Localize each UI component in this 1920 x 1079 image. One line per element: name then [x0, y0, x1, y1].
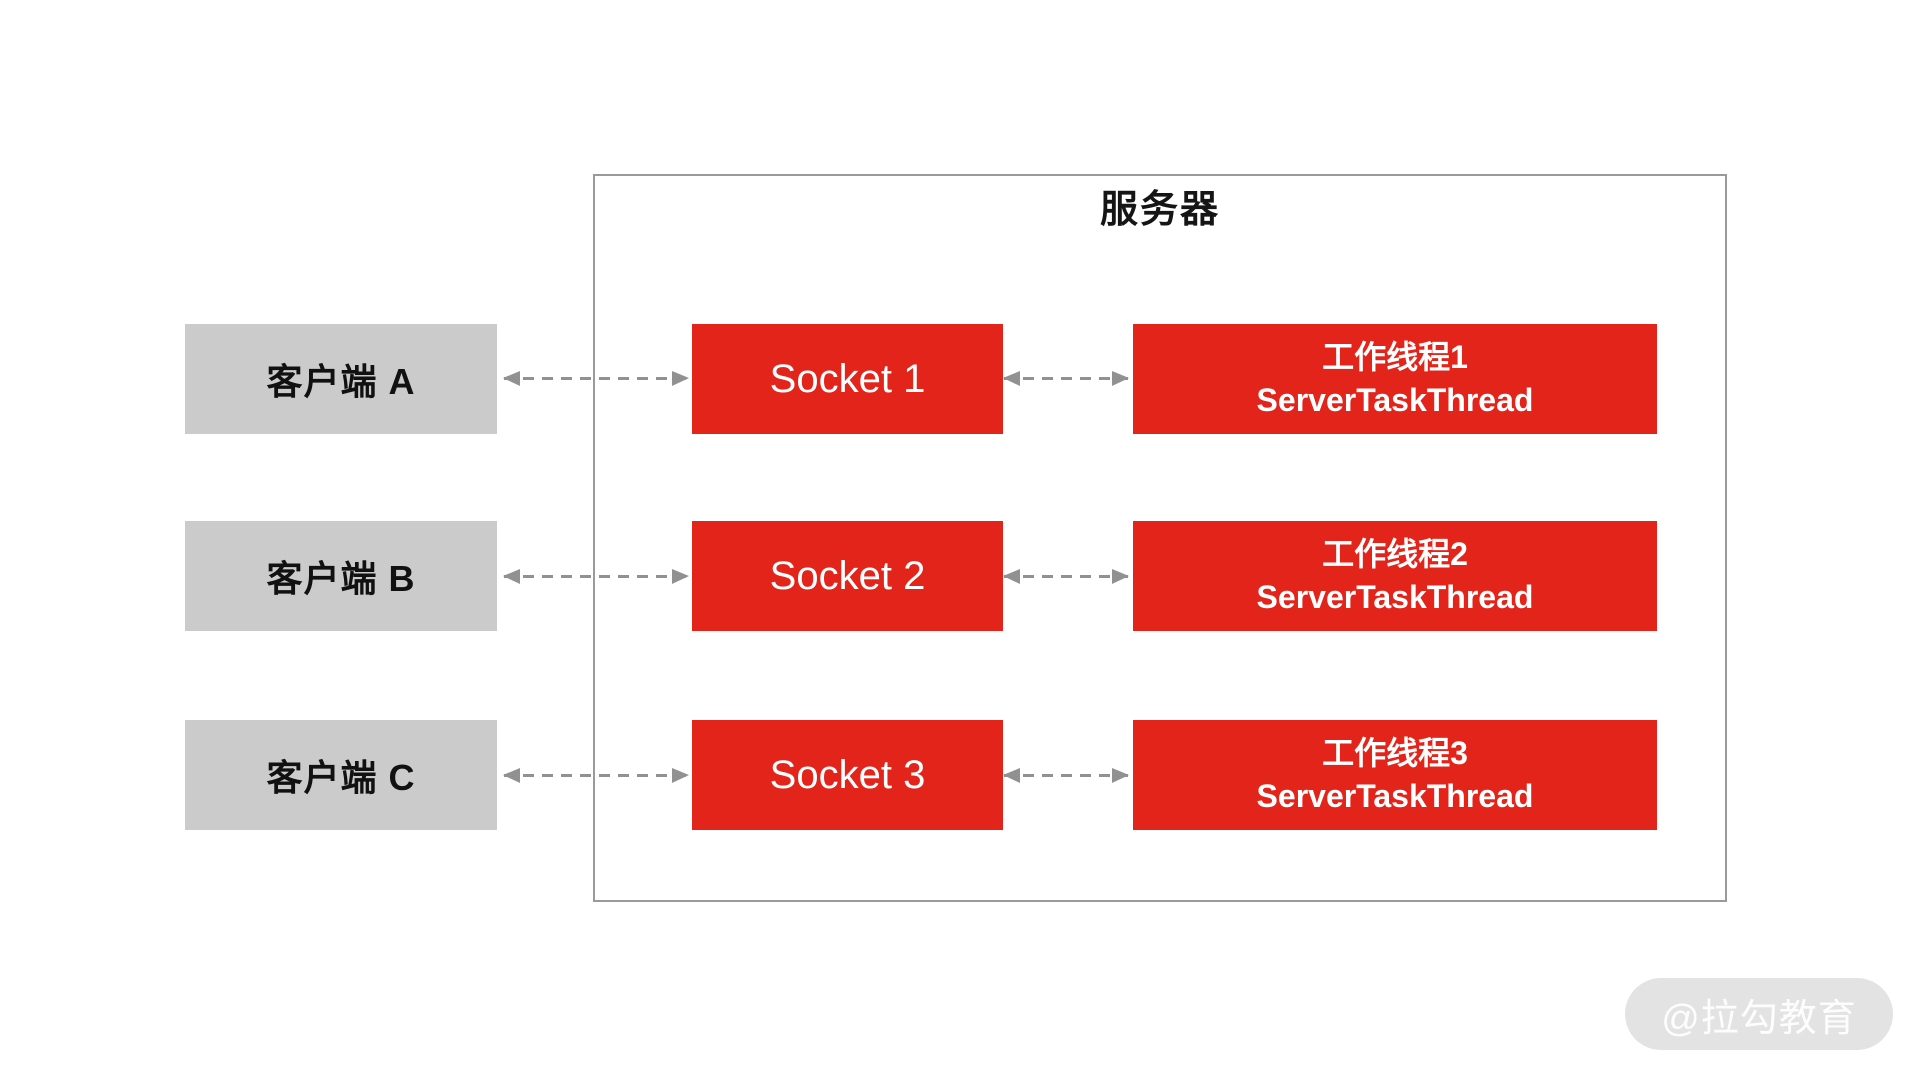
server-container: 服务器: [593, 174, 1727, 902]
socket-worker-arrow: [1003, 768, 1129, 783]
worker-subtitle: ServerTaskThread: [1256, 579, 1534, 615]
watermark-text: @拉勾教育: [1661, 997, 1857, 1040]
watermark-badge: @拉勾教育: [1625, 978, 1893, 1050]
server-title: 服务器: [1099, 189, 1220, 231]
worker-title: 工作线程1: [1322, 339, 1468, 375]
worker-subtitle: ServerTaskThread: [1256, 382, 1534, 418]
socket-worker-arrow: [1003, 371, 1129, 386]
worker-thread-box-2: 工作线程2 ServerTaskThread: [1133, 521, 1657, 631]
worker-title: 工作线程3: [1322, 735, 1468, 771]
client-socket-arrow: [503, 768, 689, 783]
client-socket-arrow: [503, 569, 689, 584]
client-box-b: 客户端 B: [185, 521, 497, 631]
client-label: 客户端 C: [266, 757, 416, 798]
client-socket-arrow: [503, 371, 689, 386]
socket-label: Socket 3: [769, 752, 926, 797]
socket-box-3: Socket 3: [692, 720, 1003, 830]
socket-label: Socket 1: [769, 356, 926, 401]
worker-thread-box-1: 工作线程1 ServerTaskThread: [1133, 324, 1657, 434]
worker-title: 工作线程2: [1322, 536, 1468, 572]
socket-box-1: Socket 1: [692, 324, 1003, 434]
client-label: 客户端 B: [266, 558, 416, 599]
worker-subtitle: ServerTaskThread: [1256, 778, 1534, 814]
client-label: 客户端 A: [266, 361, 416, 402]
socket-box-2: Socket 2: [692, 521, 1003, 631]
socket-label: Socket 2: [769, 553, 926, 598]
client-box-a: 客户端 A: [185, 324, 497, 434]
worker-thread-box-3: 工作线程3 ServerTaskThread: [1133, 720, 1657, 830]
client-box-c: 客户端 C: [185, 720, 497, 830]
socket-worker-arrow: [1003, 569, 1129, 584]
